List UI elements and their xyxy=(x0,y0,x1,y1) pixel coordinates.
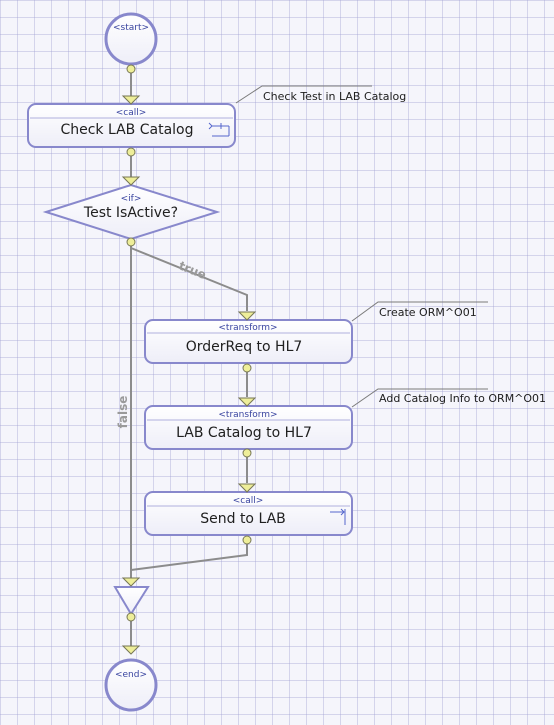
output-port-catalog[interactable] xyxy=(242,448,252,458)
input-port-join[interactable] xyxy=(121,577,141,587)
send-to-lab-label: Send to LAB xyxy=(200,511,286,527)
connector-if-true xyxy=(130,242,248,311)
output-port-start[interactable] xyxy=(126,64,136,74)
lab-catalog-to-hl7-node[interactable]: <transform> LAB Catalog to HL7 xyxy=(144,405,353,450)
input-port-end[interactable] xyxy=(121,645,141,655)
orderreq-to-hl7-node[interactable]: <transform> OrderReq to HL7 xyxy=(144,319,353,364)
output-port-orderreq[interactable] xyxy=(242,363,252,373)
lab-catalog-to-hl7-label: LAB Catalog to HL7 xyxy=(176,425,312,441)
start-node[interactable]: <start> xyxy=(104,12,158,66)
annotation-line-create xyxy=(351,301,488,322)
output-port-if[interactable] xyxy=(126,237,136,247)
input-ports xyxy=(121,95,257,655)
end-circle xyxy=(104,658,158,712)
annotation-lines xyxy=(235,85,488,408)
output-port-check[interactable] xyxy=(126,147,136,157)
input-port-catalog[interactable] xyxy=(237,397,257,407)
orderreq-to-hl7-box xyxy=(144,319,353,364)
start-circle xyxy=(104,12,158,66)
lab-catalog-to-hl7-type: <transform> xyxy=(218,410,277,420)
output-port-join[interactable] xyxy=(126,612,136,622)
start-type-label: <start> xyxy=(113,23,149,33)
call-async-icon xyxy=(208,122,230,137)
annotation-create-orm: Create ORM^O01 xyxy=(379,306,477,319)
input-port-if[interactable] xyxy=(121,176,141,186)
end-node[interactable]: <end> xyxy=(104,658,158,712)
connector-send-join xyxy=(130,540,248,578)
annotation-line-check xyxy=(235,85,372,104)
join-node[interactable] xyxy=(113,586,150,616)
if-active-node[interactable]: <if> Test IsActive? xyxy=(42,183,221,241)
output-ports xyxy=(126,64,252,622)
call-sync-icon xyxy=(330,508,346,525)
input-port-send[interactable] xyxy=(237,483,257,493)
end-type-label: <end> xyxy=(115,670,147,680)
edge-label-true: true xyxy=(177,258,209,282)
annotation-add-catalog: Add Catalog Info to ORM^O01 xyxy=(379,392,546,405)
send-to-lab-box xyxy=(144,491,353,536)
annotation-check-catalog: Check Test in LAB Catalog xyxy=(263,90,406,103)
send-to-lab-type: <call> xyxy=(233,496,264,506)
output-port-send[interactable] xyxy=(242,535,252,545)
orderreq-to-hl7-type: <transform> xyxy=(218,323,277,333)
annotation-line-add xyxy=(351,388,488,408)
if-active-type: <if> xyxy=(121,194,142,204)
check-lab-catalog-node[interactable]: <call> Check LAB Catalog xyxy=(27,103,236,148)
if-active-diamond xyxy=(42,183,221,241)
check-lab-catalog-type: <call> xyxy=(116,108,147,118)
check-lab-catalog-label: Check LAB Catalog xyxy=(60,122,193,138)
input-port-orderreq[interactable] xyxy=(237,311,257,321)
if-active-label: Test IsActive? xyxy=(83,205,178,221)
edge-label-false: false xyxy=(116,396,130,429)
send-to-lab-node[interactable]: <call> Send to LAB xyxy=(144,491,353,536)
orderreq-to-hl7-label: OrderReq to HL7 xyxy=(186,339,303,355)
input-port-check[interactable] xyxy=(121,95,141,105)
